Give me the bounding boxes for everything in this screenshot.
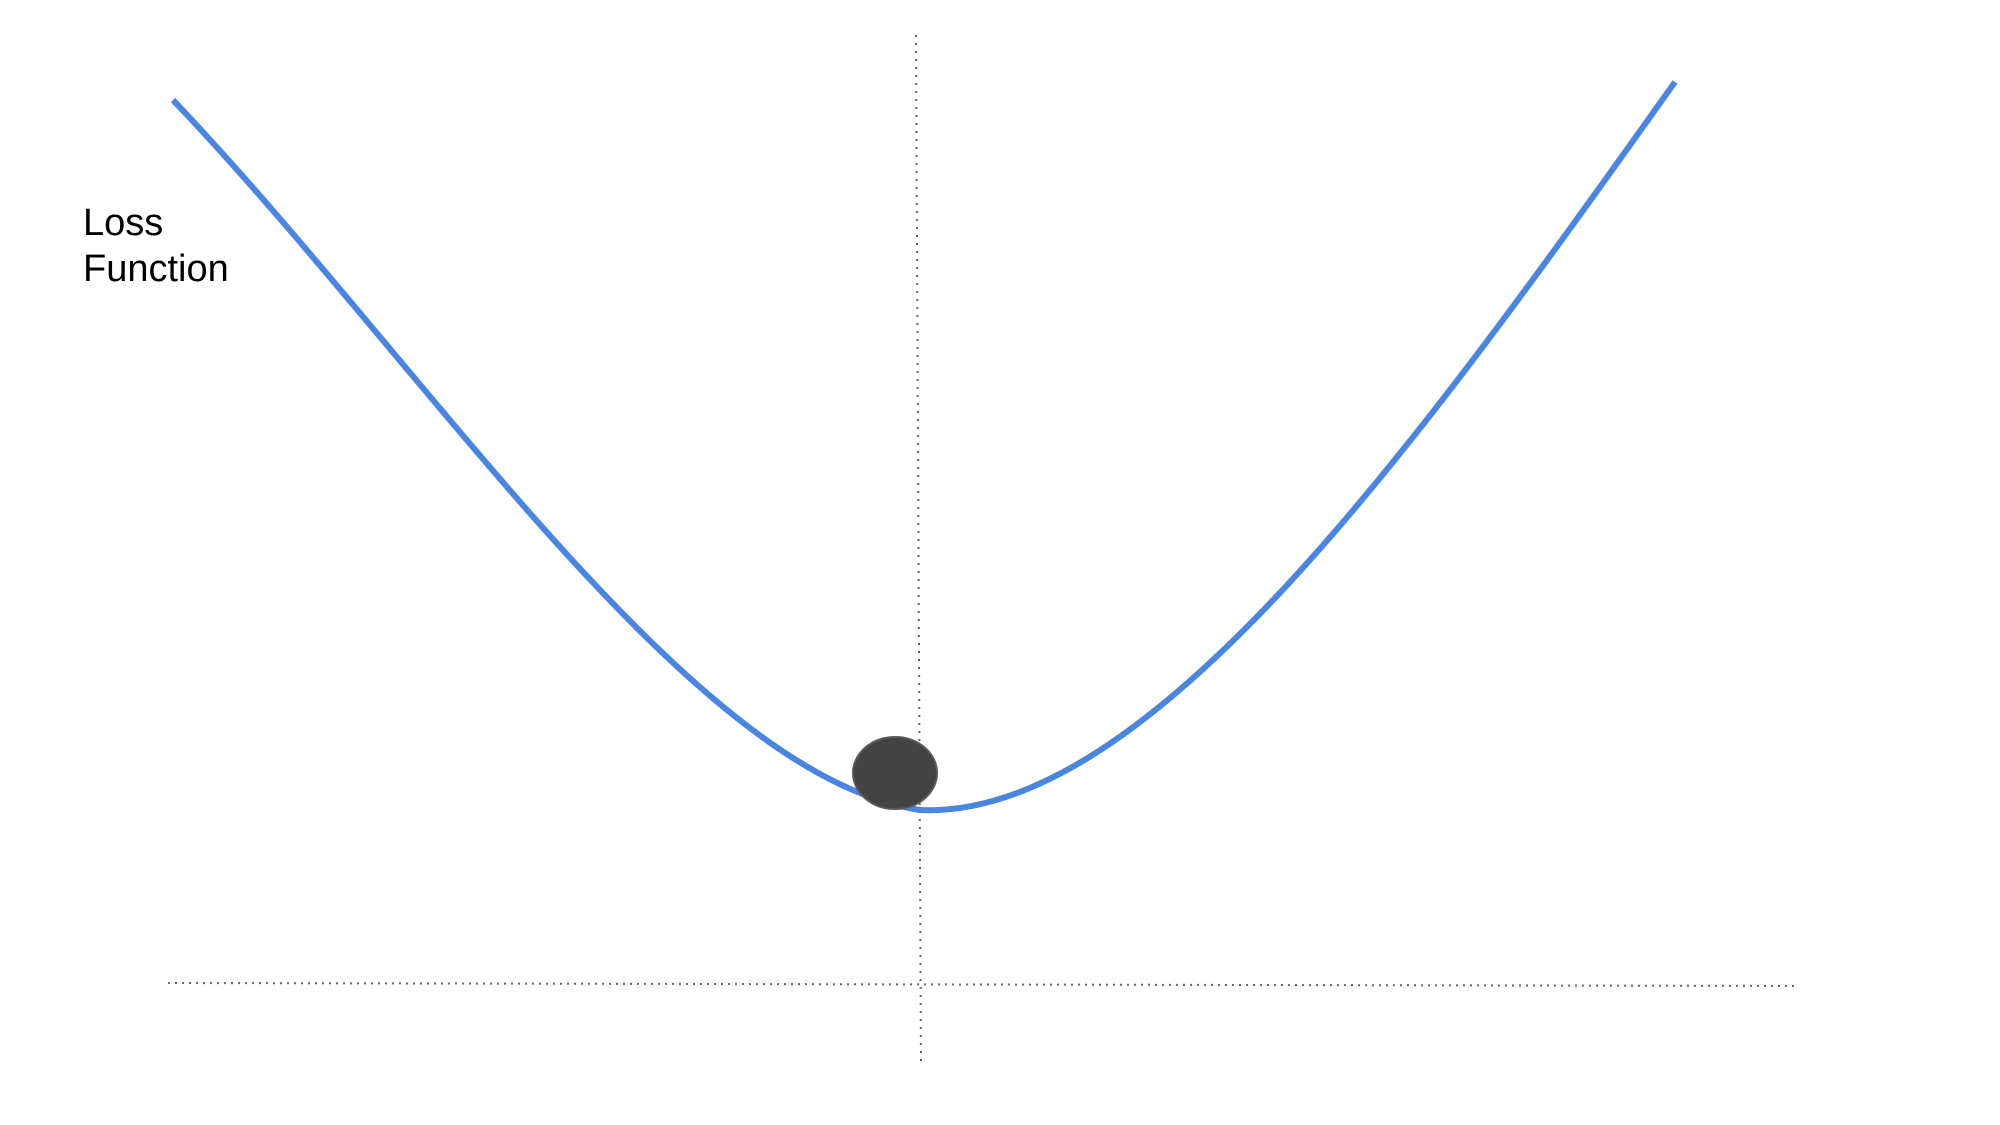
- ball: [852, 736, 938, 810]
- loss-curve: [170, 80, 1678, 814]
- label-line-2: Function: [83, 248, 229, 290]
- horizontal-axis: [167, 982, 1796, 987]
- label-line-1: Loss: [83, 202, 164, 244]
- loss-function-label: Loss Function: [83, 200, 229, 292]
- vertical-axis: [915, 34, 922, 1066]
